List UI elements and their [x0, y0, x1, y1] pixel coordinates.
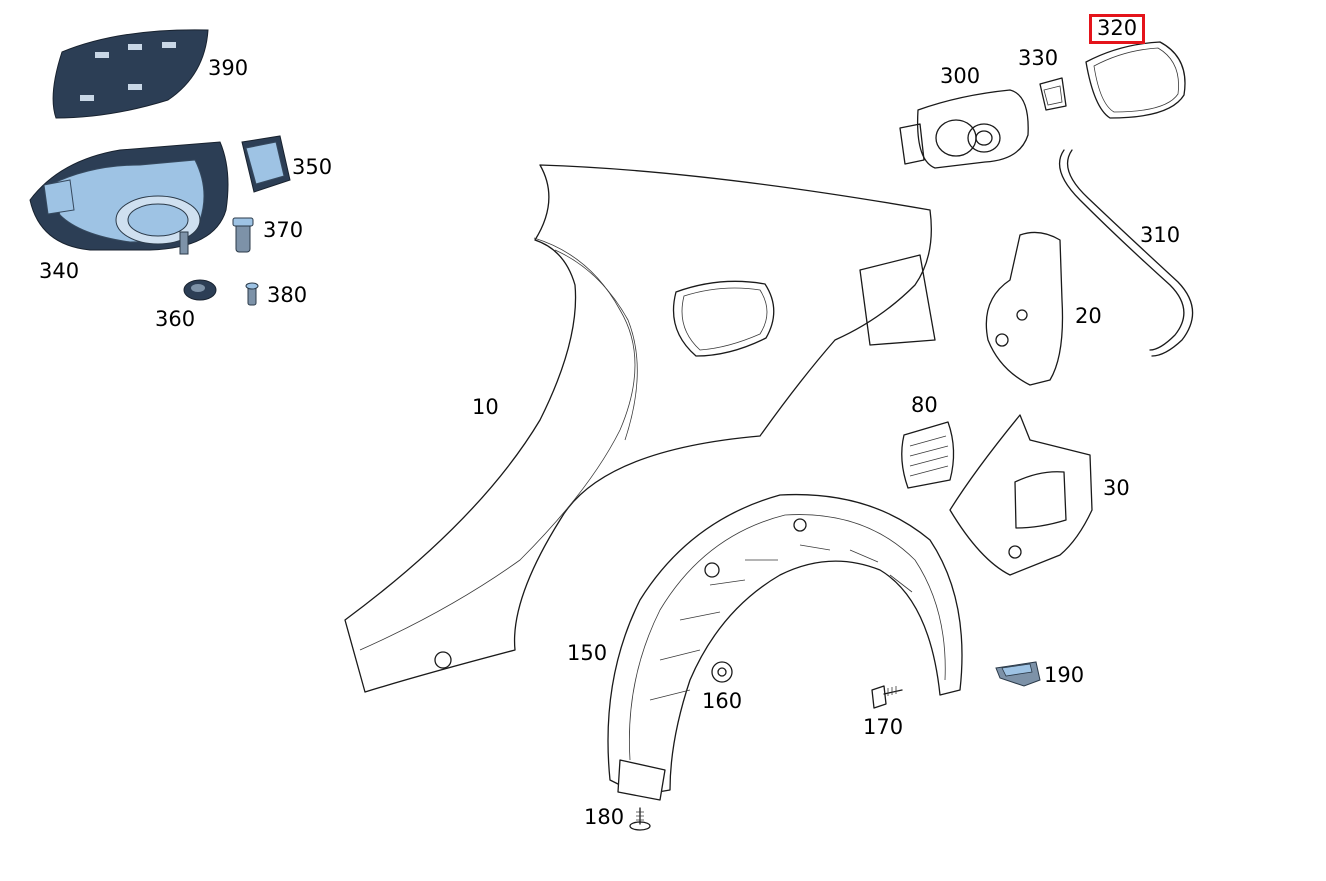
callout-330[interactable]: 330 — [1018, 46, 1059, 70]
callout-10[interactable]: 10 — [472, 395, 499, 419]
callout-170[interactable]: 170 — [863, 715, 904, 739]
callout-190[interactable]: 190 — [1044, 663, 1085, 687]
part-390-cover[interactable] — [52, 29, 209, 119]
callout-350[interactable]: 350 — [292, 155, 333, 179]
part-190-clip[interactable] — [995, 661, 1041, 687]
part-300-filler-housing[interactable] — [899, 89, 1029, 169]
callout-20[interactable]: 20 — [1075, 304, 1102, 328]
part-310-hose[interactable] — [1059, 149, 1194, 357]
callout-160[interactable]: 160 — [702, 689, 743, 713]
callout-390[interactable]: 390 — [208, 56, 249, 80]
part-10-side-panel[interactable] — [344, 164, 936, 693]
part-180-push-clip[interactable] — [629, 807, 651, 831]
callout-180[interactable]: 180 — [584, 805, 625, 829]
part-160-nut[interactable] — [711, 661, 733, 683]
part-350-actuator[interactable] — [241, 135, 291, 193]
callout-80[interactable]: 80 — [911, 393, 938, 417]
part-330-actuator[interactable] — [1039, 77, 1067, 111]
callout-30[interactable]: 30 — [1103, 476, 1130, 500]
part-360-grommet[interactable] — [183, 279, 217, 301]
callout-150[interactable]: 150 — [567, 641, 608, 665]
callout-340[interactable]: 340 — [39, 259, 80, 283]
callout-370[interactable]: 370 — [263, 218, 304, 242]
part-340-housing[interactable] — [29, 141, 229, 255]
part-30-panel[interactable] — [949, 414, 1093, 576]
part-370-pin[interactable] — [232, 217, 254, 253]
part-20-bracket[interactable] — [985, 231, 1064, 386]
callout-320-highlighted[interactable]: 320 — [1089, 14, 1146, 44]
part-170-screw[interactable] — [871, 685, 903, 709]
callout-380[interactable]: 380 — [267, 283, 308, 307]
part-320-fuel-door[interactable] — [1085, 41, 1186, 119]
callout-310[interactable]: 310 — [1140, 223, 1181, 247]
callout-300[interactable]: 300 — [940, 64, 981, 88]
callout-360[interactable]: 360 — [155, 307, 196, 331]
part-380-clip[interactable] — [245, 282, 259, 306]
part-150-wheel-liner[interactable] — [607, 493, 963, 801]
part-80-vent-grille[interactable] — [901, 421, 955, 489]
